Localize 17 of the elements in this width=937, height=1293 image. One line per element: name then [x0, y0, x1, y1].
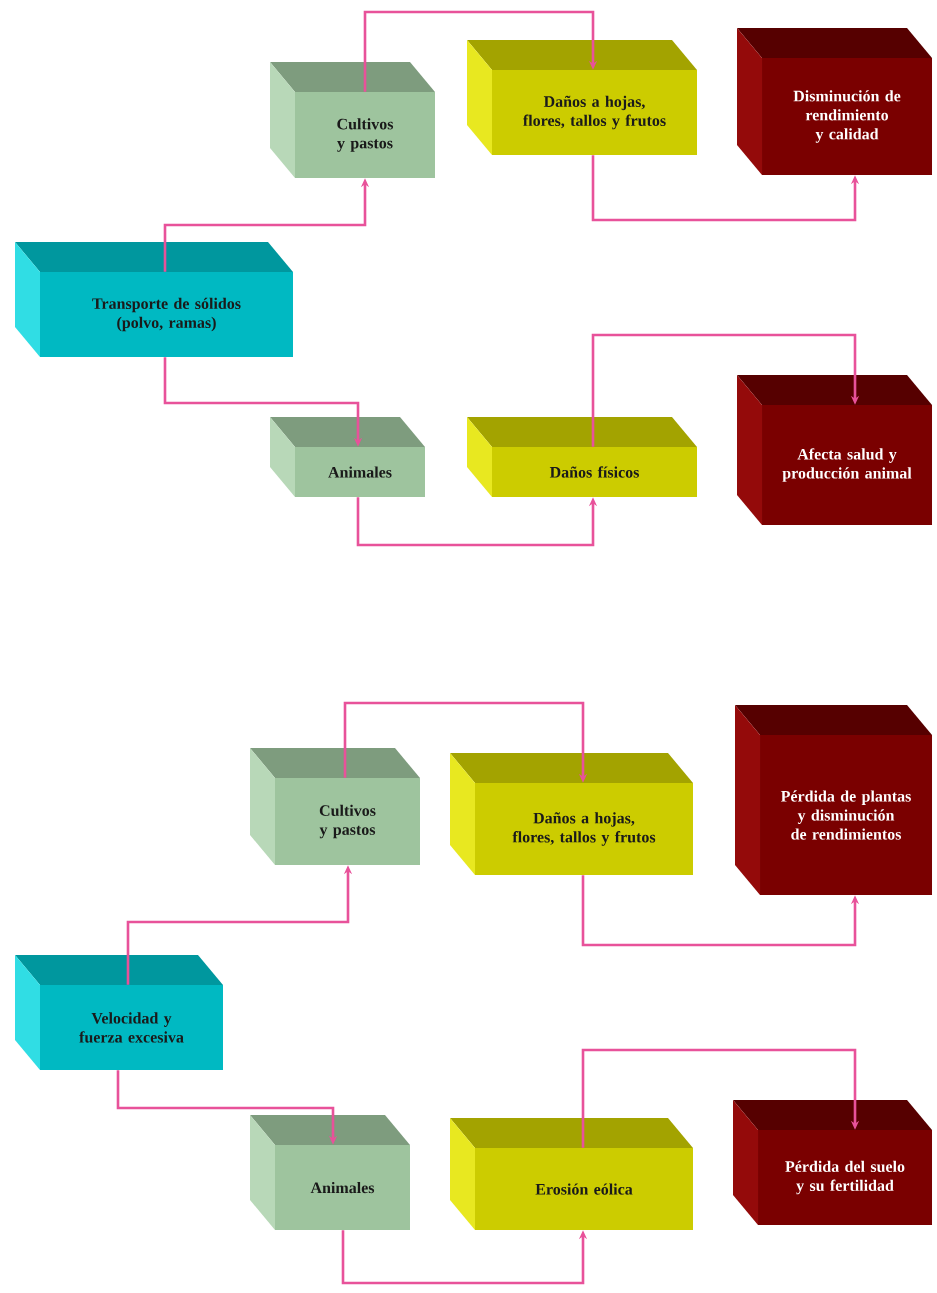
arrow: [581, 1048, 860, 1148]
box-3d: Daños a hojas, flores, tallos y frutos: [467, 40, 697, 155]
arrow: [363, 10, 598, 92]
box-3d: Cultivos y pastos: [270, 62, 435, 178]
box-3d: Afecta salud y producción animal: [737, 375, 932, 525]
arrow: [591, 333, 860, 447]
box-3d: Daños físicos: [467, 417, 697, 497]
box-3d: Pérdida de plantas y disminución de rendimientos: [735, 705, 932, 895]
box-3d: Erosión eólica: [450, 1118, 693, 1230]
box-3d: Daños a hojas, flores, tallos y frutos: [450, 753, 693, 875]
box-3d: Animales: [270, 417, 425, 497]
box-3d: Disminución de rendimiento y calidad: [737, 28, 932, 175]
box-3d: Pérdida del suelo y su fertilidad: [733, 1100, 932, 1225]
box-3d: Transporte de sólidos (polvo, ramas): [15, 242, 293, 357]
box-3d: Velocidad y fuerza excesiva: [15, 955, 223, 1070]
box-3d: Cultivos y pastos: [250, 748, 420, 865]
box-3d: Animales: [250, 1115, 410, 1230]
